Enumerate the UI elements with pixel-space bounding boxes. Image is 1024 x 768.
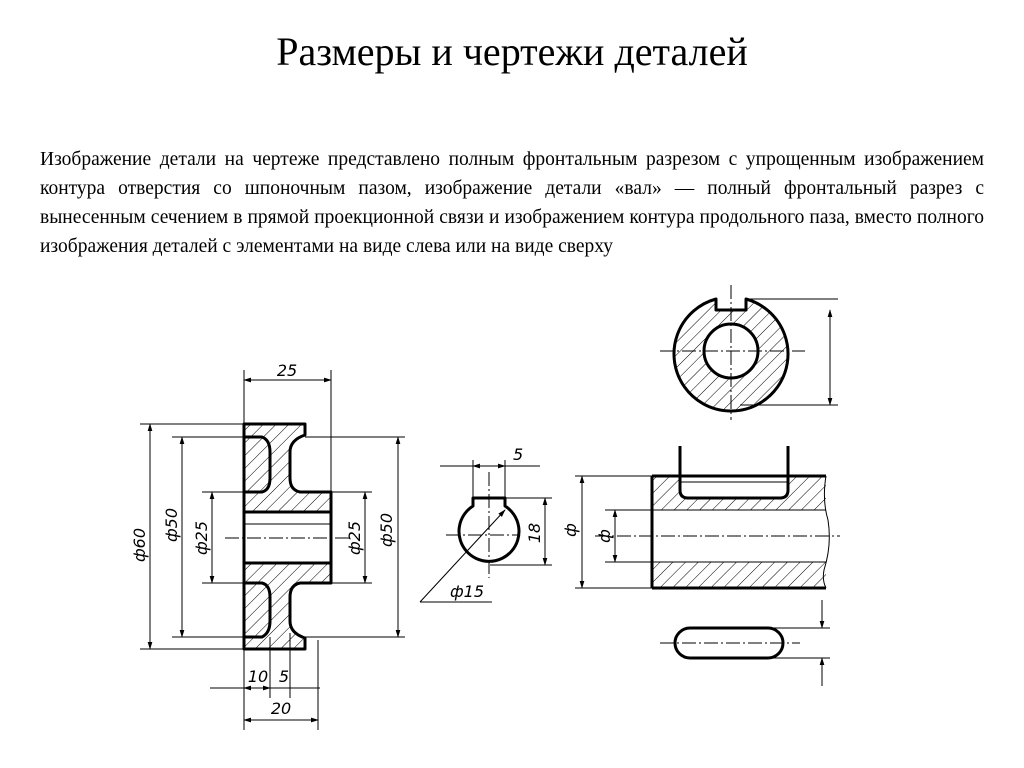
dim-bore-left: ф25 <box>192 521 211 555</box>
dim-section-diameter: ф15 <box>450 582 484 601</box>
dim-web-thickness: 5 <box>279 667 289 686</box>
dim-rim-width: 20 <box>271 699 291 718</box>
dim-keyway-depth: 18 <box>525 523 544 543</box>
dim-outer-diameter: ф60 <box>130 528 149 562</box>
dim-web-diameter-right: ф50 <box>377 513 396 547</box>
shaft-front-section: ф ф <box>561 446 840 590</box>
keyway-hole-view: 5 18 ф15 <box>419 445 552 603</box>
dim-hub-length: 25 <box>277 361 297 380</box>
dim-keyway-width: 5 <box>513 445 523 464</box>
shaft-cross-section <box>660 285 838 420</box>
dim-shaft-diameter-outer: ф <box>561 523 580 537</box>
dim-web-offset: 10 <box>248 667 268 686</box>
dim-shaft-diameter-inner: ф <box>595 529 614 543</box>
pulley-section: 25 ф60 ф50 ф25 ф25 ф50 10 5 <box>130 361 405 730</box>
dim-web-diameter-left: ф50 <box>162 508 181 542</box>
dim-bore-right: ф25 <box>345 521 364 555</box>
description-text: Изображение детали на чертеже представле… <box>40 149 984 257</box>
slide-title: Размеры и чертежи деталей <box>276 29 748 74</box>
slot-contour-view <box>660 600 830 686</box>
